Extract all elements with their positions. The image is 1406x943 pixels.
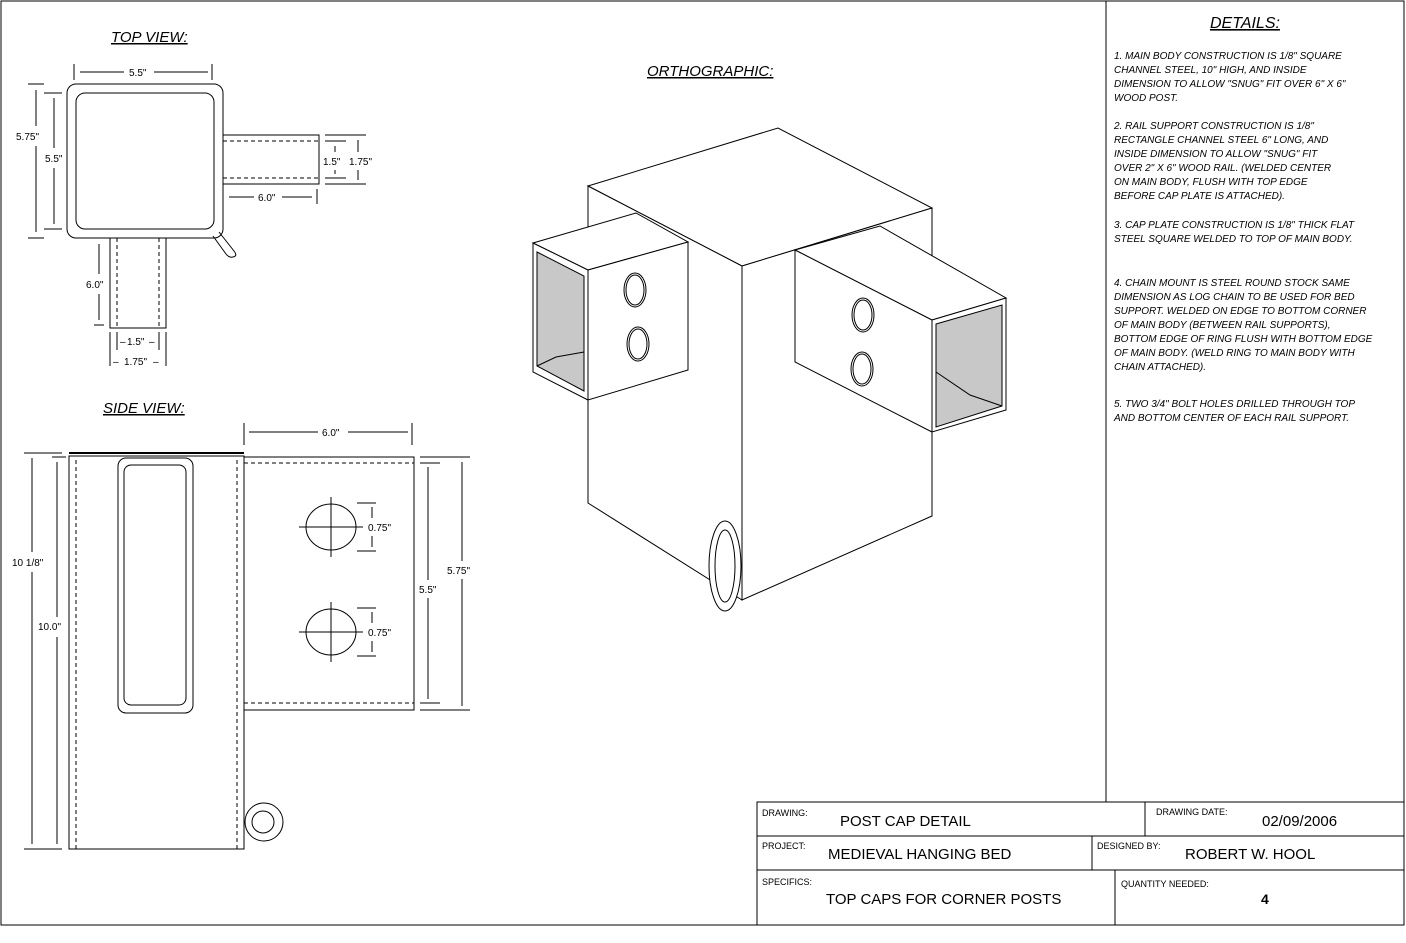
designer-value: ROBERT W. HOOL bbox=[1185, 846, 1315, 863]
ortho-right-rail-hole-bottom bbox=[850, 351, 874, 387]
detail-note-1-line: 1. MAIN BODY CONSTRUCTION IS 1/8" SQUARE bbox=[1114, 51, 1342, 62]
side-view-rail-support bbox=[243, 456, 415, 711]
side-view-slot-inner bbox=[123, 464, 187, 706]
top-rail-outer-down-dim: 1.75" bbox=[124, 357, 147, 368]
detail-note-5-line: 5. TWO 3/4" BOLT HOLES DRILLED THROUGH T… bbox=[1114, 399, 1355, 410]
detail-note-4-line: OF MAIN BODY (BETWEEN RAIL SUPPORTS), bbox=[1114, 320, 1331, 331]
drawing-value: POST CAP DETAIL bbox=[840, 813, 971, 830]
details-title: DETAILS: bbox=[1210, 15, 1280, 32]
detail-note-4-line: BOTTOM EDGE OF RING FLUSH WITH BOTTOM ED… bbox=[1114, 334, 1373, 345]
top-rail-length-down-dim: 6.0" bbox=[86, 280, 104, 291]
top-view-title: TOP VIEW: bbox=[111, 29, 188, 46]
side-rail-length-dim: 6.0" bbox=[322, 428, 340, 439]
specifics-label: SPECIFICS: bbox=[762, 877, 812, 887]
side-view-title: SIDE VIEW: bbox=[103, 400, 185, 417]
top-view-rail-right bbox=[222, 134, 320, 185]
top-view-chain-mount bbox=[212, 231, 237, 258]
detail-note-2-line: ON MAIN BODY, FLUSH WITH TOP EDGE bbox=[1114, 177, 1308, 188]
detail-note-1-line: DIMENSION TO ALLOW "SNUG" FIT OVER 6" X … bbox=[1114, 79, 1346, 90]
side-view: SIDE VIEW: bbox=[24, 400, 470, 850]
side-rail-inner-height-dim: 5.5" bbox=[419, 585, 437, 596]
ortho-right-rail-hole-top bbox=[851, 297, 875, 333]
side-view-main-body bbox=[68, 455, 245, 850]
top-view-rail-bottom bbox=[109, 237, 167, 329]
detail-note-3-line: 3. CAP PLATE CONSTRUCTION IS 1/8" THICK … bbox=[1114, 220, 1355, 231]
top-rail-inner-dim: 1.5" bbox=[323, 157, 341, 168]
detail-note-1-line: CHANNEL STEEL, 10" HIGH, AND INSIDE bbox=[1114, 65, 1307, 76]
drawing-label: DRAWING: bbox=[762, 808, 808, 818]
orthographic-view: ORTHOGRAPHIC: bbox=[531, 63, 1008, 612]
specifics-value: TOP CAPS FOR CORNER POSTS bbox=[826, 891, 1061, 908]
ortho-chain-ring-outer bbox=[708, 520, 742, 612]
top-view: TOP VIEW: bbox=[28, 29, 366, 366]
detail-note-4-line: OF MAIN BODY. (WELD RING TO MAIN BODY WI… bbox=[1114, 348, 1356, 359]
side-hole-bottom-dim: 0.75" bbox=[368, 628, 391, 639]
ortho-title: ORTHOGRAPHIC: bbox=[647, 63, 773, 80]
top-width-dim: 5.5" bbox=[129, 68, 147, 79]
detail-note-2-line: BEFORE CAP PLATE IS ATTACHED). bbox=[1114, 191, 1285, 202]
side-view-dimension-text: 6.0" 10 1/8" 10.0" 0.75" 0.75" 5.5" 5.75… bbox=[12, 428, 470, 639]
detail-note-4-line: SUPPORT. WELDED ON EDGE TO BOTTOM CORNER bbox=[1114, 306, 1366, 317]
ortho-right-rail-opening bbox=[935, 304, 1003, 428]
top-rail-inner-down-dim: 1.5" bbox=[127, 337, 145, 348]
detail-note-1-line: WOOD POST. bbox=[1114, 93, 1178, 104]
detail-note-4-line: DIMENSION AS LOG CHAIN TO BE USED FOR BE… bbox=[1114, 292, 1355, 303]
title-block bbox=[756, 801, 1405, 926]
detail-note-3-line: STEEL SQUARE WELDED TO TOP OF MAIN BODY. bbox=[1114, 234, 1353, 245]
detail-note-2-line: INSIDE DIMENSION TO ALLOW "SNUG" FIT bbox=[1114, 149, 1318, 160]
details-panel: DETAILS: 1. MAIN BODY CONSTRUCTION IS 1/… bbox=[1113, 15, 1373, 424]
side-view-slot-outer bbox=[117, 457, 194, 714]
ortho-left-rail-hole-bottom bbox=[626, 326, 650, 362]
svg-text:–: – bbox=[120, 337, 126, 348]
detail-note-5-line: AND BOTTOM CENTER OF EACH RAIL SUPPORT. bbox=[1113, 413, 1349, 424]
top-view-main-body-outer bbox=[66, 83, 224, 239]
detail-note-2-line: RECTANGLE CHANNEL STEEL 6" LONG, AND bbox=[1114, 135, 1328, 146]
detail-note-2-line: 2. RAIL SUPPORT CONSTRUCTION IS 1/8" bbox=[1113, 121, 1314, 132]
quantity-value: 4 bbox=[1261, 891, 1269, 907]
svg-text:–: – bbox=[153, 357, 159, 368]
svg-text:–: – bbox=[149, 337, 155, 348]
date-value: 02/09/2006 bbox=[1262, 813, 1337, 830]
title-block-text: DRAWING: POST CAP DETAIL DRAWING DATE: 0… bbox=[762, 807, 1337, 908]
ortho-left-rail-opening bbox=[536, 251, 585, 392]
top-rail-outer-dim: 1.75" bbox=[349, 157, 372, 168]
top-rail-length-right-dim: 6.0" bbox=[258, 193, 276, 204]
svg-text:–: – bbox=[113, 357, 119, 368]
top-view-main-body-inner bbox=[75, 92, 215, 230]
quantity-label: QUANTITY NEEDED: bbox=[1121, 879, 1209, 889]
side-view-chain-ring-inner bbox=[251, 810, 275, 834]
date-label: DRAWING DATE: bbox=[1156, 807, 1228, 817]
side-hole-top-dim: 0.75" bbox=[368, 523, 391, 534]
top-inner-height-dim: 5.5" bbox=[45, 154, 63, 165]
detail-note-4-line: CHAIN ATTACHED). bbox=[1114, 362, 1206, 373]
top-outer-height-dim: 5.75" bbox=[16, 132, 39, 143]
project-label: PROJECT: bbox=[762, 841, 806, 851]
detail-note-2-line: OVER 2" X 6" WOOD RAIL. (WELDED CENTER bbox=[1114, 163, 1331, 174]
ortho-left-rail-hole-top bbox=[623, 272, 647, 308]
project-value: MEDIEVAL HANGING BED bbox=[828, 846, 1012, 863]
side-view-chain-ring-outer bbox=[244, 802, 284, 842]
details-notes: 1. MAIN BODY CONSTRUCTION IS 1/8" SQUARE… bbox=[1113, 51, 1373, 424]
top-view-dimension-text: 5.5" 5.75" 5.5" 1.5" 1.75" 6.0" 6.0" – 1… bbox=[16, 68, 372, 368]
detail-note-4-line: 4. CHAIN MOUNT IS STEEL ROUND STOCK SAME bbox=[1114, 278, 1350, 289]
designer-label: DESIGNED BY: bbox=[1097, 841, 1161, 851]
side-overall-height-dim: 10 1/8" bbox=[12, 558, 44, 569]
side-rail-outer-height-dim: 5.75" bbox=[447, 566, 470, 577]
side-body-height-dim: 10.0" bbox=[38, 622, 61, 633]
ortho-chain-ring-inner bbox=[714, 529, 736, 603]
